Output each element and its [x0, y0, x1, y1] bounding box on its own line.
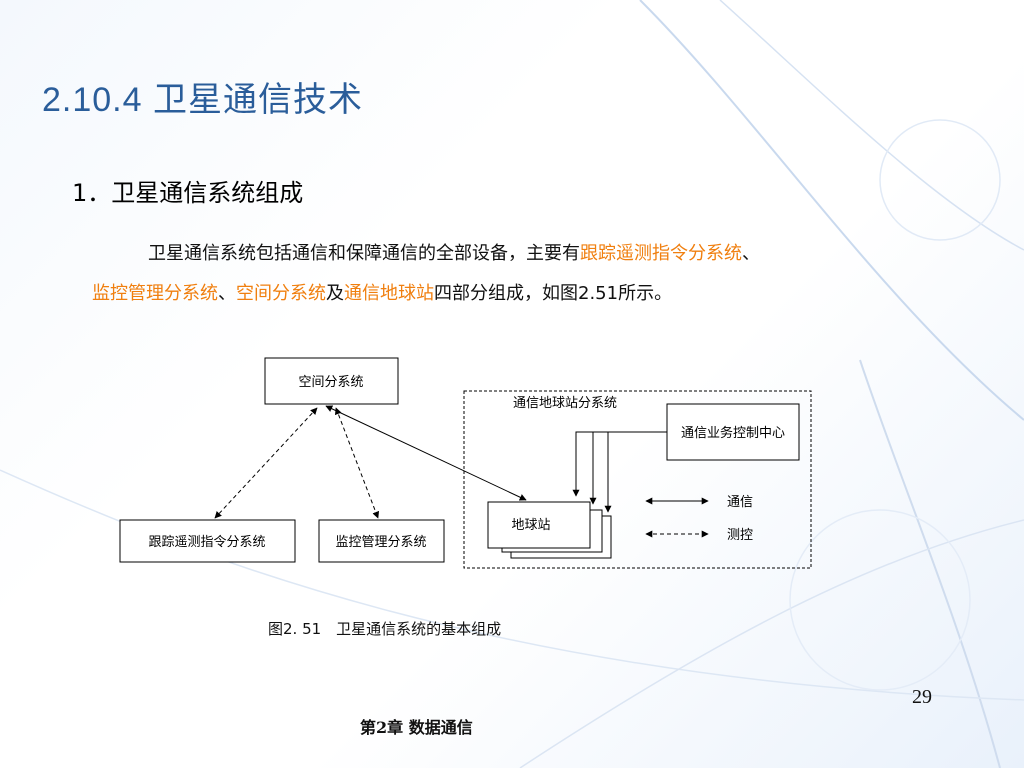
- legend-ctrl-label: 测控: [727, 528, 753, 543]
- paragraph-sep: 、: [218, 283, 236, 304]
- paragraph-sep: 及: [326, 283, 344, 304]
- monitor-label: 监控管理分系统: [335, 535, 426, 550]
- earth-station-group-label: 通信地球站分系统: [513, 396, 617, 411]
- tracking-box: [119, 519, 296, 563]
- section-heading: 1．卫星通信系统组成: [72, 179, 304, 207]
- page-number: 29: [912, 686, 932, 708]
- paragraph-text: 四部分组成，如图2.51所示。: [434, 283, 673, 304]
- highlight-earth-station: 通信地球站: [344, 283, 434, 304]
- business-center-label: 通信业务控制中心: [681, 425, 785, 441]
- figure-caption: 图2. 51 卫星通信系统的基本组成: [268, 620, 502, 638]
- space-subsystem-box: [264, 357, 399, 405]
- highlight-space: 空间分系统: [236, 283, 326, 304]
- body-paragraph: 卫星通信系统包括通信和保障通信的全部设备，主要有跟踪遥测指令分系统、监控管理分系…: [92, 234, 772, 314]
- highlight-tracking: 跟踪遥测指令分系统: [580, 243, 742, 264]
- footer-chapter: 第2章 数据通信: [360, 718, 473, 737]
- legend-comm-label: 通信: [727, 495, 753, 510]
- paragraph-text: 卫星通信系统包括通信和保障通信的全部设备，主要有: [148, 243, 580, 264]
- space-subsystem-label: 空间分系统: [298, 375, 363, 390]
- earth-station-box: [487, 501, 591, 549]
- highlight-monitor: 监控管理分系统: [92, 283, 218, 304]
- earth-station-group: [463, 390, 812, 569]
- tracking-label: 跟踪遥测指令分系统: [148, 535, 265, 550]
- system-diagram: 空间分系统 跟踪遥测指令分系统 监控管理分系统 通信地球站分系统 通信业务控制中…: [119, 357, 812, 569]
- earth-station-label: 地球站: [511, 518, 550, 533]
- monitor-box: [318, 519, 445, 563]
- paragraph-sep: 、: [742, 243, 760, 264]
- page-title: 2.10.4 卫星通信技术: [42, 81, 363, 119]
